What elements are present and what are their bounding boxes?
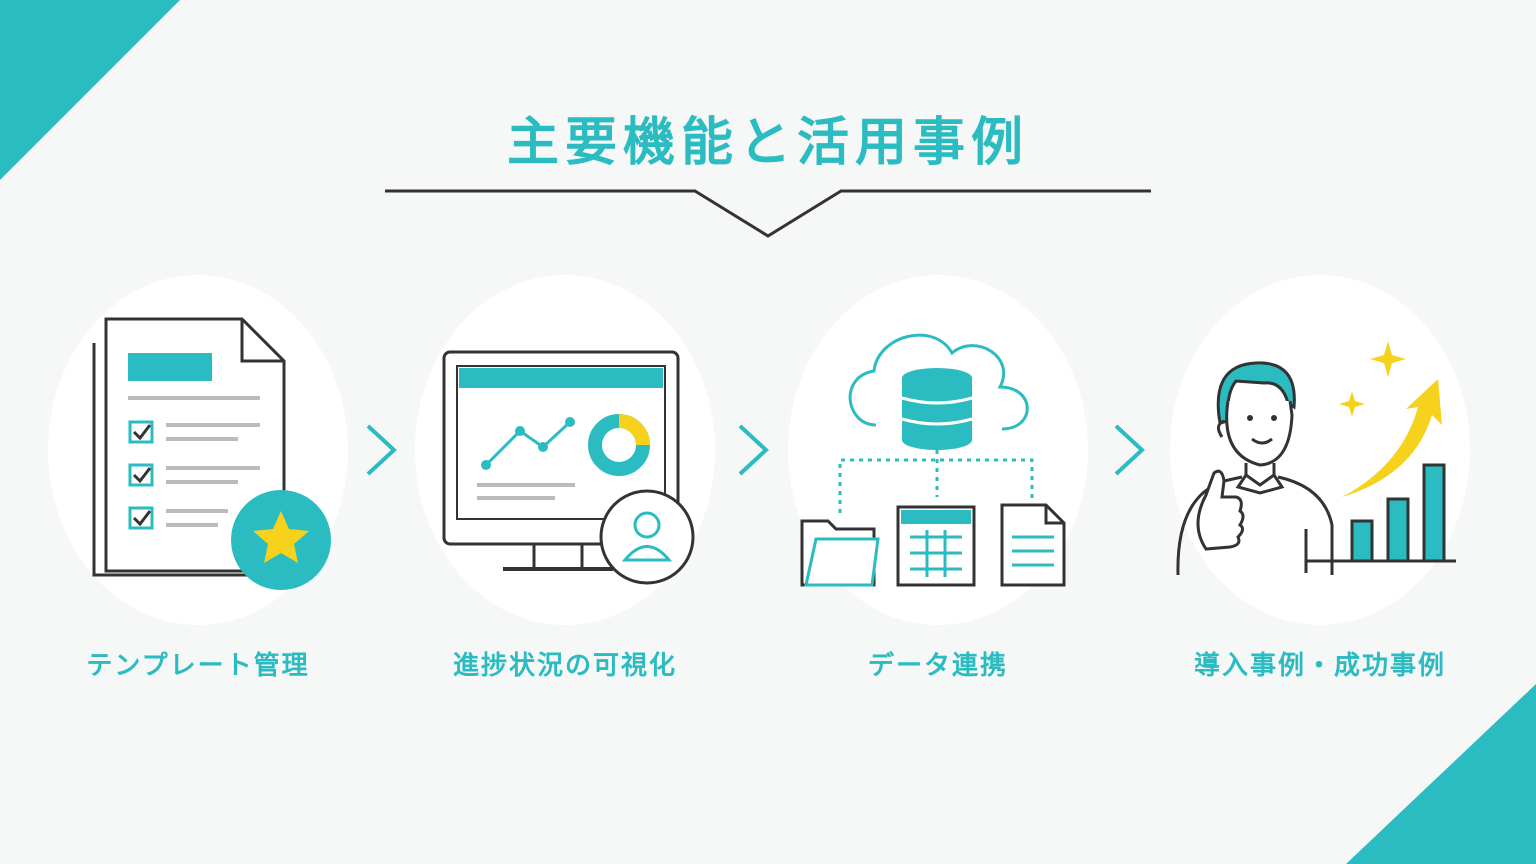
- monitor-dashboard-user-icon: [442, 350, 695, 585]
- chevron-right-icon: [366, 424, 397, 476]
- step-label: テンプレート管理: [86, 651, 310, 681]
- step-progress-visualization: 進捗状況の可視化: [415, 275, 715, 681]
- cloud-database-files-icon: [800, 333, 1066, 587]
- step-label: 進捗状況の可視化: [452, 651, 677, 681]
- corner-decoration-top-left: [0, 0, 180, 180]
- step-circle: [788, 275, 1088, 625]
- step-circle: [415, 275, 715, 625]
- step-circle: [48, 275, 348, 625]
- chevron-right-icon: [1114, 424, 1145, 476]
- step-case-studies: 導入事例・成功事例: [1170, 275, 1470, 681]
- person-thumbs-up-growth-chart-icon: [1176, 341, 1456, 576]
- step-template-management: テンプレート管理: [48, 275, 348, 681]
- chevron-right-icon: [738, 424, 769, 476]
- title-divider-chevron: [385, 189, 1151, 238]
- page-title: 主要機能と活用事例: [506, 113, 1029, 173]
- step-label: 導入事例・成功事例: [1193, 651, 1446, 681]
- step-circle: [1170, 275, 1470, 625]
- document-checklist-star-icon: [92, 317, 331, 590]
- step-data-integration: データ連携: [788, 275, 1088, 681]
- corner-decoration-bottom-right: [1346, 684, 1536, 864]
- step-label: データ連携: [867, 651, 1008, 681]
